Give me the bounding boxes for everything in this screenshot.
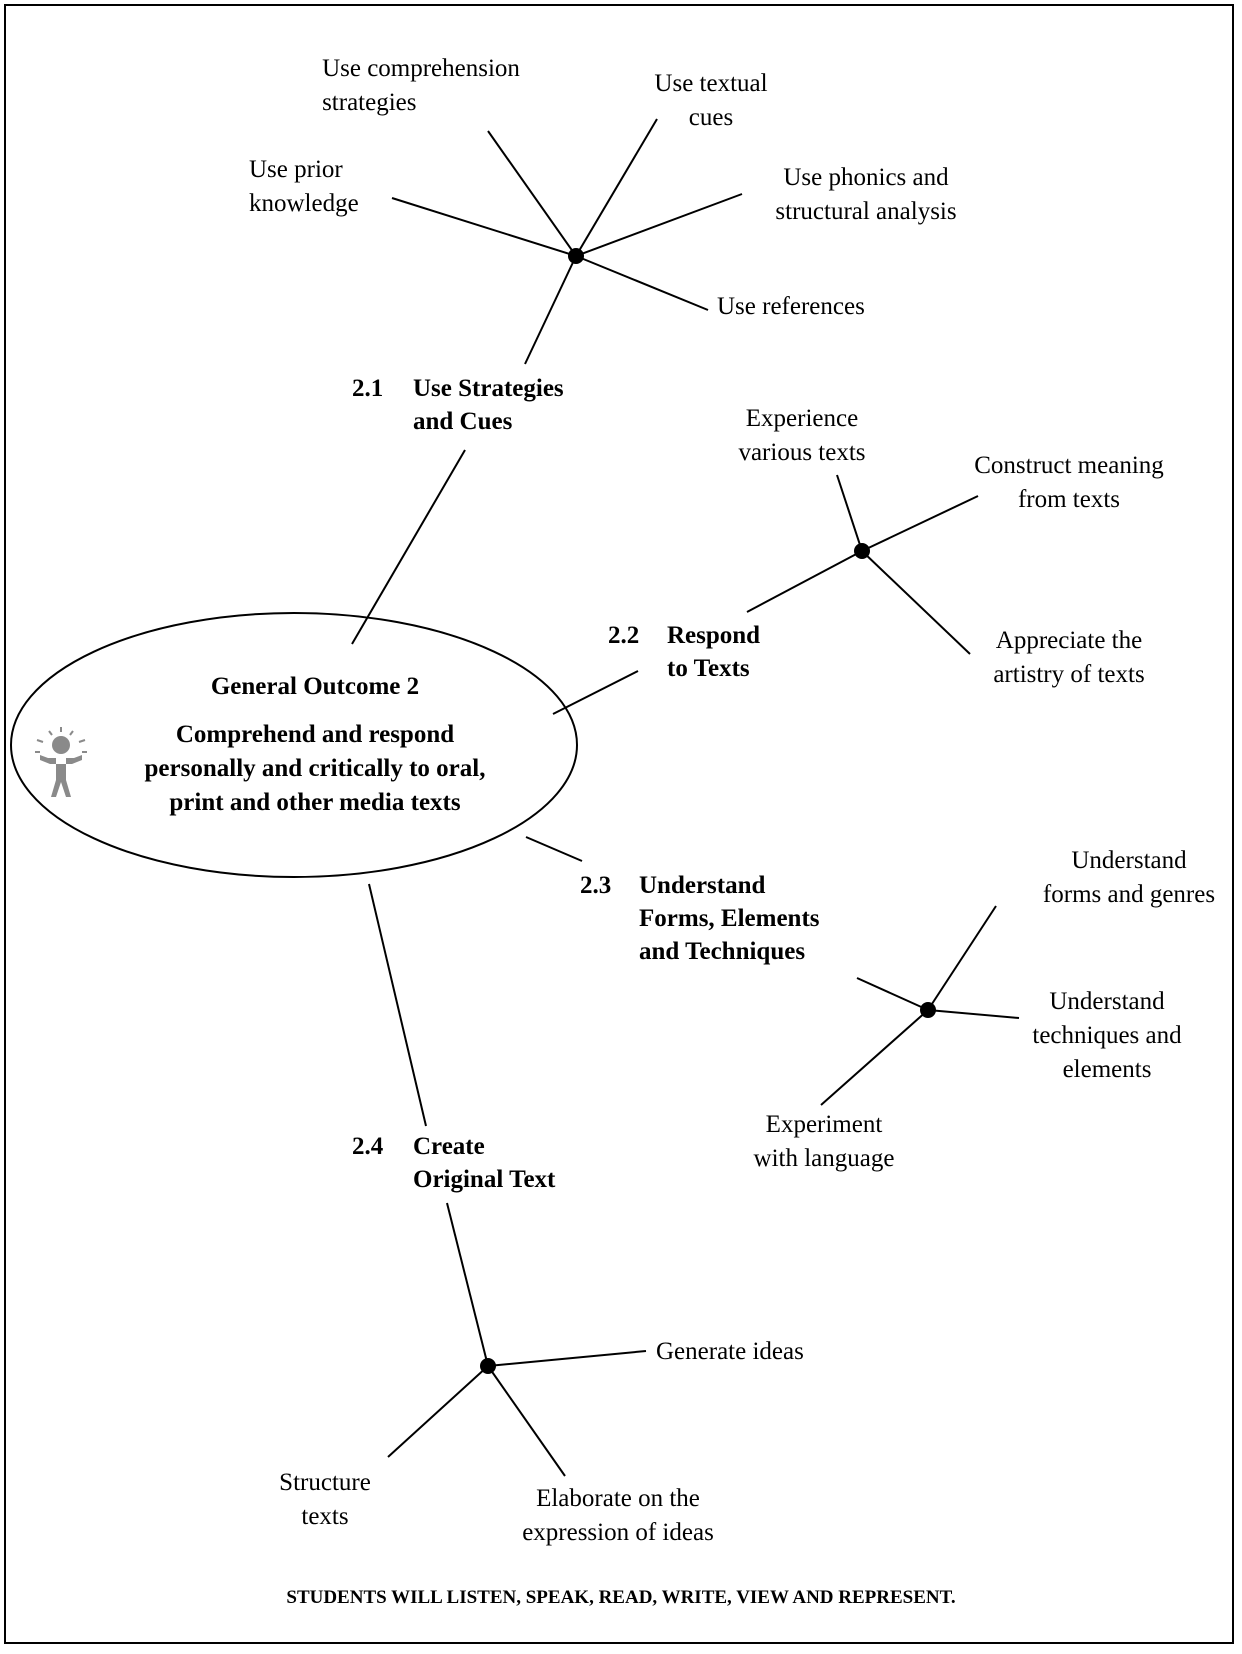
branch-phonics bbox=[575, 193, 743, 257]
label-line: Understand bbox=[1071, 847, 1187, 874]
hub-2-3 bbox=[920, 1002, 936, 1018]
label-line: cues bbox=[688, 104, 734, 131]
strand-title-line: and Techniques bbox=[639, 938, 806, 965]
label-line: Appreciate the bbox=[995, 627, 1143, 654]
label-experiment-language: Experiment with language bbox=[754, 1108, 895, 1176]
label-line: from texts bbox=[1017, 486, 1121, 513]
branch-references bbox=[575, 255, 709, 311]
branch-structure bbox=[387, 1365, 489, 1458]
hub-2-2 bbox=[854, 543, 870, 559]
label-structure-texts: Structure texts bbox=[279, 1466, 371, 1534]
outcome-statement-line: print and other media texts bbox=[169, 789, 461, 816]
spoke-2-4 bbox=[368, 883, 427, 1127]
branch-2-3-stem bbox=[856, 977, 929, 1011]
hub-dots bbox=[480, 248, 936, 1374]
label-line: structural analysis bbox=[775, 198, 957, 225]
strand-number: 2.1 bbox=[352, 375, 384, 402]
label-generate-ideas: Generate ideas bbox=[656, 1335, 804, 1369]
strand-title-line: and Cues bbox=[413, 408, 513, 435]
branch-prior-knowledge bbox=[391, 197, 577, 257]
label-comprehension-strategies: Use comprehension strategies bbox=[322, 52, 520, 120]
strand-title: Respond to Texts bbox=[667, 619, 760, 685]
strand-title: Create Original Text bbox=[413, 1130, 555, 1196]
branch-comprehension bbox=[487, 130, 577, 257]
label-references: Use references bbox=[717, 290, 865, 324]
label-line: Use references bbox=[717, 293, 865, 320]
label-line: Construct meaning bbox=[974, 452, 1164, 479]
label-line: knowledge bbox=[249, 190, 359, 217]
person-icon bbox=[35, 727, 87, 797]
label-prior-knowledge: Use prior knowledge bbox=[249, 153, 359, 221]
label-techniques-elements: Understand techniques and elements bbox=[1032, 985, 1181, 1087]
label-appreciate-artistry: Appreciate the artistry of texts bbox=[993, 624, 1144, 692]
strand-title-line: Create bbox=[413, 1133, 485, 1160]
outcome-ellipse bbox=[10, 612, 578, 878]
label-line: Understand bbox=[1049, 988, 1165, 1015]
label-line: artistry of texts bbox=[993, 661, 1145, 688]
label-construct-meaning: Construct meaning from texts bbox=[974, 449, 1164, 517]
label-line: expression of ideas bbox=[522, 1519, 714, 1546]
label-line: Experience bbox=[745, 405, 859, 432]
strand-number: 2.2 bbox=[608, 622, 640, 649]
label-textual-cues: Use textual cues bbox=[654, 67, 767, 135]
label-line: Experiment bbox=[765, 1111, 883, 1138]
branch-construct bbox=[861, 495, 979, 552]
label-experience-texts: Experience various texts bbox=[738, 402, 865, 470]
label-line: techniques and bbox=[1032, 1022, 1182, 1049]
branch-forms-genres bbox=[927, 905, 997, 1011]
label-line: Elaborate on the bbox=[536, 1485, 700, 1512]
branch-appreciate bbox=[861, 550, 971, 655]
strand-title: Use Strategies and Cues bbox=[413, 372, 564, 438]
branch-experience bbox=[836, 474, 863, 552]
outcome-statement-line: personally and critically to oral, bbox=[144, 755, 486, 782]
strand-title-line: to Texts bbox=[667, 655, 750, 682]
spoke-2-1 bbox=[351, 449, 466, 645]
outcome-title: General Outcome 2 bbox=[210, 673, 420, 700]
outcome-statement-line: Comprehend and respond bbox=[175, 721, 455, 748]
strand-title: Understand Forms, Elements and Technique… bbox=[639, 869, 820, 968]
label-forms-genres: Understand forms and genres bbox=[1043, 844, 1215, 912]
label-line: Use prior bbox=[249, 156, 343, 183]
branch-techniques bbox=[927, 1009, 1020, 1019]
branch-2-1-stem bbox=[524, 255, 577, 365]
strand-title-line: Forms, Elements bbox=[639, 905, 820, 932]
connector-lines bbox=[10, 118, 1020, 1477]
branch-2-4-stem bbox=[446, 1202, 489, 1367]
label-line: texts bbox=[301, 1503, 349, 1530]
label-phonics: Use phonics and structural analysis bbox=[775, 161, 956, 229]
label-line: various texts bbox=[738, 439, 866, 466]
strand-number: 2.4 bbox=[352, 1133, 384, 1160]
label-line: elements bbox=[1062, 1056, 1152, 1083]
hub-2-4 bbox=[480, 1358, 496, 1374]
branch-2-2-stem bbox=[746, 550, 863, 613]
general-outcome: General Outcome 2 Comprehend and respond… bbox=[80, 670, 550, 820]
label-line: Use comprehension bbox=[322, 55, 520, 82]
label-line: Use textual bbox=[654, 70, 768, 97]
branch-experiment bbox=[820, 1009, 929, 1106]
label-line: Generate ideas bbox=[656, 1338, 804, 1365]
label-line: Structure bbox=[279, 1469, 371, 1496]
label-line: Use phonics and bbox=[783, 164, 949, 191]
label-line: forms and genres bbox=[1042, 881, 1216, 908]
footer-statement: STUDENTS WILL LISTEN, SPEAK, READ, WRITE… bbox=[286, 1587, 956, 1608]
branch-elaborate bbox=[487, 1365, 566, 1477]
strand-title-line: Original Text bbox=[413, 1166, 556, 1193]
branch-textual-cues bbox=[575, 118, 658, 257]
hub-2-1 bbox=[568, 248, 584, 264]
strand-number: 2.3 bbox=[580, 872, 612, 899]
strand-title-line: Understand bbox=[639, 872, 766, 899]
label-elaborate-ideas: Elaborate on the expression of ideas bbox=[522, 1482, 714, 1550]
branch-generate bbox=[487, 1350, 647, 1367]
label-line: strategies bbox=[322, 89, 417, 116]
strand-title-line: Use Strategies bbox=[413, 375, 564, 402]
spoke-2-2 bbox=[552, 670, 639, 715]
strand-title-line: Respond bbox=[667, 622, 761, 649]
page-border bbox=[4, 4, 1234, 1644]
label-line: with language bbox=[753, 1145, 895, 1172]
spoke-2-3 bbox=[525, 836, 583, 862]
